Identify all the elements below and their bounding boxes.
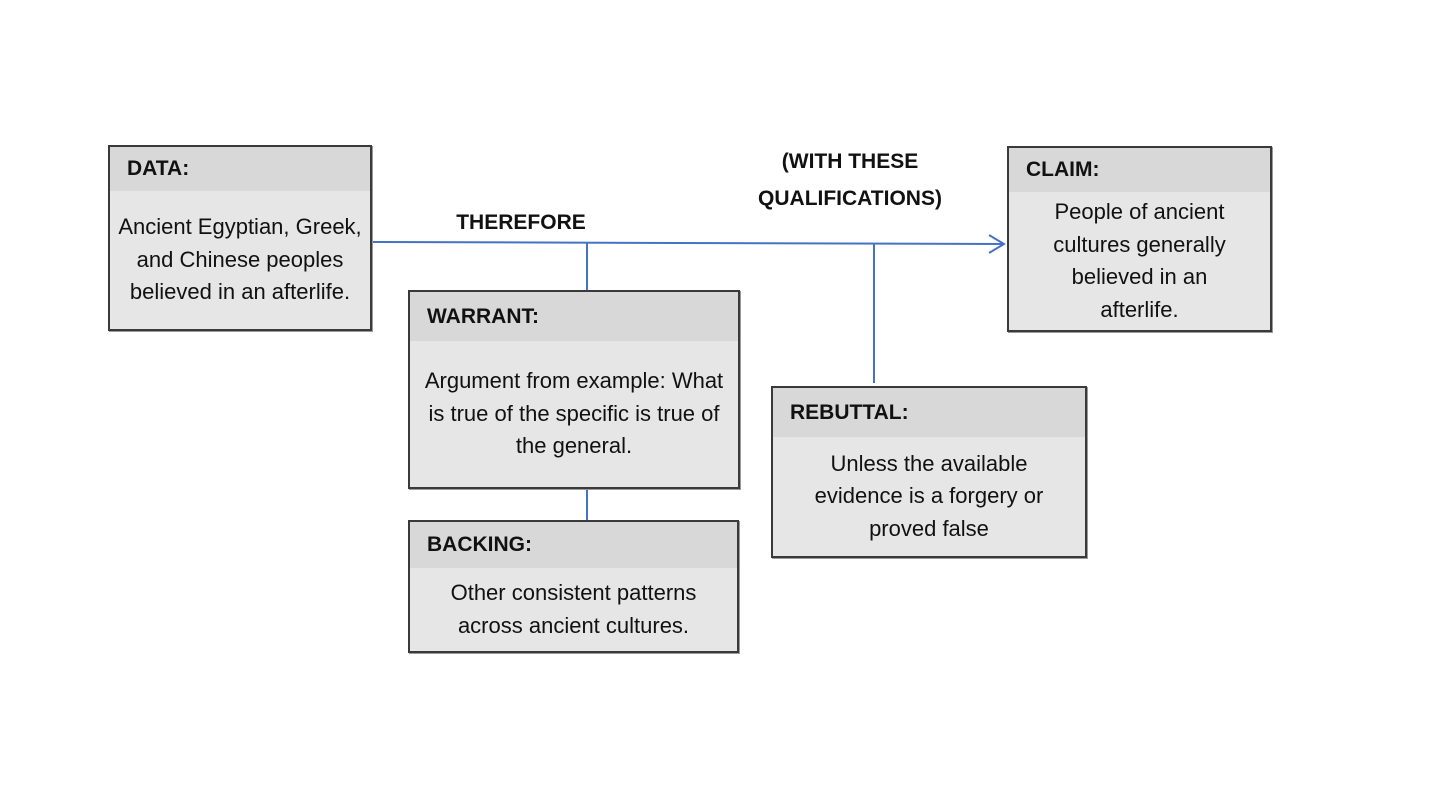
warrant-box-text: Argument from example: What is true of t… (424, 368, 724, 459)
rebuttal-box-title: REBUTTAL: (773, 388, 1085, 437)
backing-box: BACKING: Other consistent patterns acros… (408, 520, 739, 653)
arrow-head (988, 234, 1006, 254)
backing-box-title: BACKING: (410, 522, 737, 568)
claim-box-title: CLAIM: (1009, 148, 1270, 192)
main-arrow-line (370, 241, 1005, 245)
rebuttal-box: REBUTTAL: Unless the available evidence … (771, 386, 1087, 558)
claim-box-text: People of ancient cultures generally bel… (1053, 199, 1226, 322)
claim-box: CLAIM: People of ancient cultures genera… (1007, 146, 1272, 332)
qualifier-label: (WITH THESE QUALIFICATIONS) (758, 150, 942, 210)
data-box: DATA: Ancient Egyptian, Greek, and Chine… (108, 145, 372, 331)
backing-box-text: Other consistent patterns across ancient… (450, 580, 697, 638)
warrant-box: WARRANT: Argument from example: What is … (408, 290, 740, 489)
warrant-box-title: WARRANT: (410, 292, 738, 341)
therefore-label: THEREFORE (456, 211, 586, 234)
data-box-title: DATA: (110, 147, 370, 191)
data-box-text: Ancient Egyptian, Greek, and Chinese peo… (118, 214, 362, 305)
rebuttal-box-text: Unless the available evidence is a forge… (814, 450, 1044, 541)
